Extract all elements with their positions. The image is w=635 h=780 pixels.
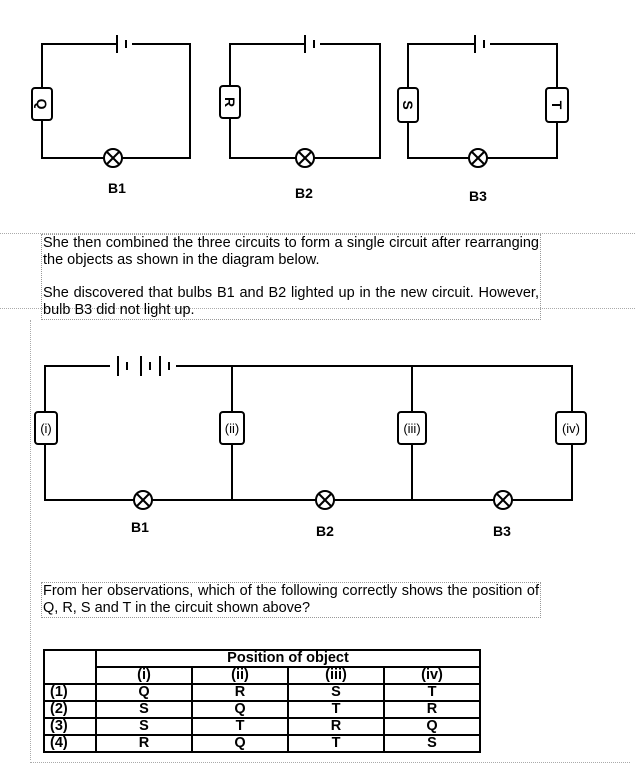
bulb-symbol bbox=[295, 148, 315, 168]
bulb-label-b3: B3 bbox=[469, 188, 487, 204]
table-row: (2) S Q T R bbox=[43, 700, 481, 719]
table-cell: S bbox=[95, 700, 193, 719]
bulb-symbol bbox=[315, 490, 335, 510]
table-row: (1) Q R S T bbox=[43, 683, 481, 702]
table-cell: Q bbox=[191, 700, 289, 719]
table-cell: Q bbox=[191, 734, 289, 753]
table-corner bbox=[43, 649, 97, 685]
circuit-1 bbox=[31, 35, 191, 168]
component-box bbox=[31, 87, 53, 121]
table-cell: Q bbox=[95, 683, 193, 702]
column-header: (iii) bbox=[287, 666, 385, 685]
table-header: Position of object bbox=[95, 649, 481, 668]
component-box bbox=[545, 87, 569, 123]
component-label-q: Q bbox=[34, 99, 50, 110]
component-box bbox=[219, 85, 241, 119]
circuit-3 bbox=[397, 35, 569, 168]
option-label: (4) bbox=[43, 734, 97, 753]
position-label-ii: (ii) bbox=[225, 421, 239, 436]
table-row: (3) S T R Q bbox=[43, 717, 481, 736]
bulb-symbol bbox=[468, 148, 488, 168]
table-cell: S bbox=[287, 683, 385, 702]
table-cell: T bbox=[191, 717, 289, 736]
dotted-guide bbox=[0, 308, 635, 309]
option-label: (2) bbox=[43, 700, 97, 719]
table-cell: T bbox=[287, 700, 385, 719]
table-cell: T bbox=[287, 734, 385, 753]
table-cell: R bbox=[383, 700, 481, 719]
dotted-guide bbox=[30, 762, 630, 763]
table-row: (4) R Q T S bbox=[43, 734, 481, 753]
answer-table: Position of object (i) (ii) (iii) (iv) (… bbox=[43, 649, 481, 753]
bulb-label-b1: B1 bbox=[108, 180, 126, 196]
position-label-i: (i) bbox=[40, 421, 52, 436]
column-header-row: (i) (ii) (iii) (iv) bbox=[44, 666, 481, 685]
description-block: She then combined the three circuits to … bbox=[41, 234, 541, 320]
position-box bbox=[219, 411, 245, 445]
table-cell: R bbox=[191, 683, 289, 702]
combined-bulb-label-b3: B3 bbox=[493, 523, 511, 539]
paragraph-combined: She then combined the three circuits to … bbox=[43, 235, 539, 268]
column-header: (i) bbox=[95, 666, 193, 685]
position-box bbox=[34, 411, 58, 445]
table-cell: T bbox=[383, 683, 481, 702]
bulb-symbol bbox=[493, 490, 513, 510]
table-cell: S bbox=[95, 717, 193, 736]
dotted-guide bbox=[0, 233, 635, 234]
circuit-2 bbox=[219, 35, 381, 168]
bulb-symbol bbox=[103, 148, 123, 168]
option-label: (1) bbox=[43, 683, 97, 702]
question-text: From her observations, which of the foll… bbox=[41, 582, 541, 618]
column-header: (ii) bbox=[191, 666, 289, 685]
option-label: (3) bbox=[43, 717, 97, 736]
combined-bulb-label-b2: B2 bbox=[316, 523, 334, 539]
table-cell: S bbox=[383, 734, 481, 753]
position-box bbox=[555, 411, 587, 445]
table-cell: Q bbox=[383, 717, 481, 736]
bulb-label-b2: B2 bbox=[295, 185, 313, 201]
dotted-guide bbox=[30, 320, 31, 760]
combined-circuit bbox=[34, 356, 587, 510]
component-label-t: T bbox=[549, 101, 565, 110]
table-cell: R bbox=[95, 734, 193, 753]
bulb-symbol bbox=[133, 490, 153, 510]
paragraph-observation: She discovered that bulbs B1 and B2 ligh… bbox=[43, 285, 539, 318]
question-paragraph: From her observations, which of the foll… bbox=[43, 583, 539, 616]
table-cell: R bbox=[287, 717, 385, 736]
position-box bbox=[397, 411, 427, 445]
component-box bbox=[397, 87, 419, 123]
position-label-iii: (iii) bbox=[403, 421, 420, 436]
component-label-r: R bbox=[222, 97, 238, 107]
component-label-s: S bbox=[400, 100, 416, 109]
column-header: (iv) bbox=[383, 666, 481, 685]
combined-bulb-label-b1: B1 bbox=[131, 519, 149, 535]
position-label-iv: (iv) bbox=[562, 421, 580, 436]
